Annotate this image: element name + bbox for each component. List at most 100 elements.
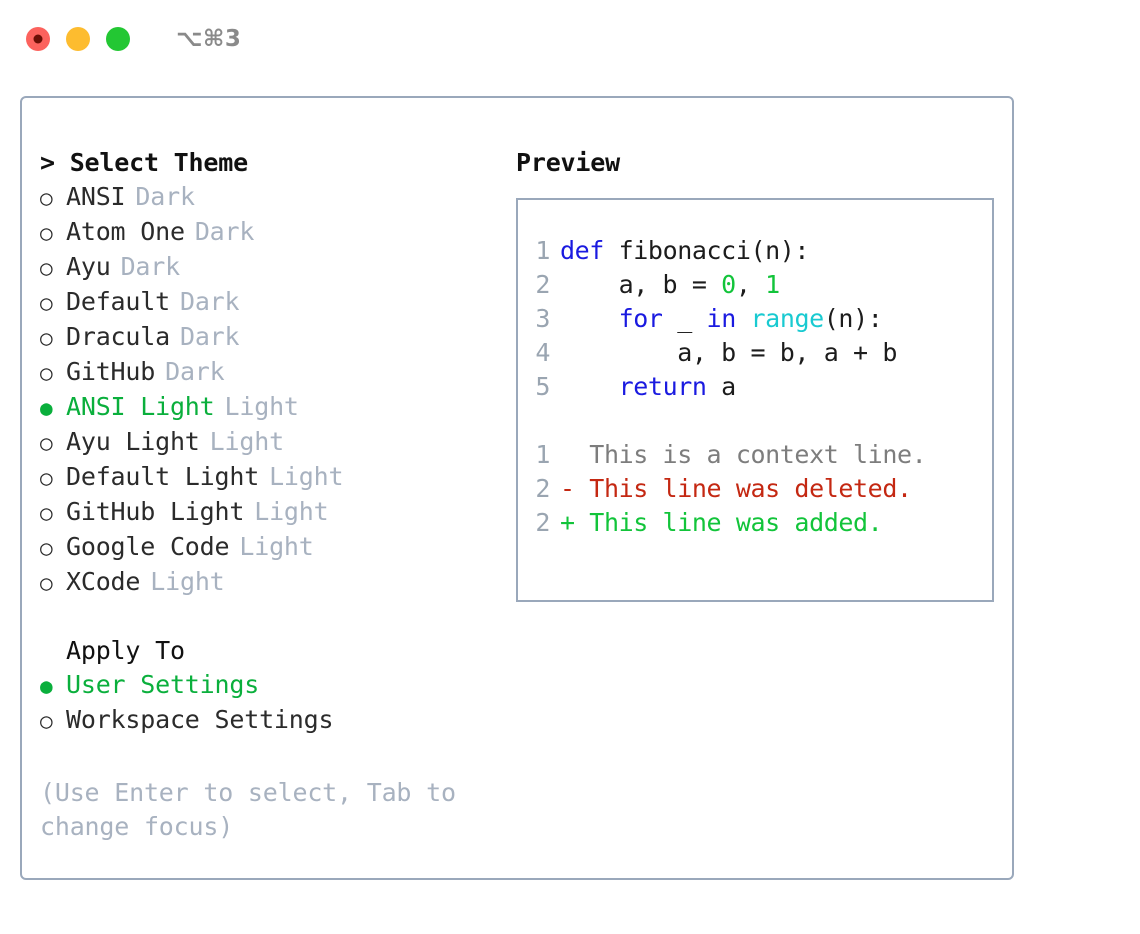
diff-line-del: 2 - This line was deleted. <box>518 472 992 506</box>
theme-option-3[interactable]: ○ Default Dark <box>40 285 490 320</box>
theme-option-6[interactable]: ● ANSI Light Light <box>40 390 490 425</box>
preview-header: Preview <box>516 148 620 177</box>
spacer <box>40 600 490 634</box>
titlebar: ⌥⌘3 <box>0 0 1140 78</box>
theme-option-label: Ayu Light <box>66 427 200 456</box>
theme-option-label: ANSI Light <box>66 392 215 421</box>
theme-option-variant-tag: Dark <box>120 252 181 281</box>
code-line-number: 2 <box>535 270 550 299</box>
theme-option-variant-tag: Light <box>150 567 225 596</box>
code-token-plain <box>560 370 619 404</box>
theme-option-variant-tag: Dark <box>194 217 255 246</box>
select-theme-header: > Select Theme <box>40 148 248 177</box>
code-token-num: 1 <box>765 270 780 299</box>
code-token-plain: a <box>706 372 736 401</box>
apply-option-label: Workspace Settings <box>66 705 334 734</box>
diff-line-number: 2 <box>535 474 550 503</box>
code-token-num: 0 <box>721 270 736 299</box>
diff-line-text: This is a context line. <box>560 440 927 469</box>
diff-line-ctx: 1 This is a context line. <box>518 438 992 472</box>
radio-unselected-icon: ○ <box>40 709 53 733</box>
theme-option-label: GitHub Light <box>66 497 245 526</box>
theme-option-8[interactable]: ○ Default Light Light <box>40 460 490 495</box>
diff-line-add: 2+ This line was added. <box>518 506 992 540</box>
theme-option-variant-tag: Light <box>269 462 344 491</box>
code-token-kw: for <box>618 304 663 333</box>
radio-unselected-icon: ○ <box>40 326 53 350</box>
code-token-plain: , <box>735 270 766 299</box>
radio-unselected-icon: ○ <box>40 291 53 315</box>
theme-option-7[interactable]: ○ Ayu Light Light <box>40 425 490 460</box>
theme-option-1[interactable]: ○ Atom One Dark <box>40 215 490 250</box>
theme-option-label: Default <box>66 287 170 316</box>
theme-option-11[interactable]: ○ XCode Light <box>40 565 490 600</box>
diff-sample: 1 This is a context line.2- This line wa… <box>518 438 992 540</box>
minimize-button-icon[interactable] <box>66 27 90 51</box>
code-line-4: 4 a, b = b, a + b <box>518 336 992 370</box>
code-line-2: 2 a, b = 0, 1 <box>518 268 992 302</box>
theme-option-label: Default Light <box>66 462 260 491</box>
apply-to-header: Apply To <box>66 636 185 665</box>
code-token-fn: range <box>750 304 825 333</box>
radio-unselected-icon: ○ <box>40 536 53 560</box>
keyboard-shortcut-label: ⌥⌘3 <box>176 26 242 52</box>
theme-option-variant-tag: Dark <box>135 182 195 211</box>
theme-option-variant-tag: Light <box>239 532 314 561</box>
code-token-plain: a, b = <box>560 270 722 299</box>
theme-option-variant-tag: Light <box>224 392 299 421</box>
diff-line-text: - This line was deleted. <box>560 474 912 503</box>
code-token-plain: a, b = b, a + b <box>560 338 897 367</box>
code-line-number: 5 <box>535 372 550 401</box>
theme-option-10[interactable]: ○ Google Code Light <box>40 530 490 565</box>
theme-option-label: GitHub <box>66 357 156 386</box>
maximize-button-icon[interactable] <box>106 27 130 51</box>
code-token-kw: def <box>560 236 604 265</box>
close-button-icon[interactable] <box>26 27 50 51</box>
apply-option-1[interactable]: ○ Workspace Settings <box>40 703 490 738</box>
keyboard-hint-text: (Use Enter to select, Tab to change focu… <box>40 778 471 841</box>
radio-selected-icon: ● <box>40 396 53 420</box>
theme-option-label: ANSI <box>66 182 126 211</box>
code-token-plain <box>560 302 619 336</box>
theme-option-label: Google Code <box>66 532 230 561</box>
radio-unselected-icon: ○ <box>40 571 53 595</box>
code-token-plain: _ <box>662 304 707 333</box>
radio-unselected-icon: ○ <box>40 221 53 245</box>
code-token-plain: (n): <box>823 304 883 333</box>
theme-option-variant-tag: Light <box>254 497 329 526</box>
theme-option-label: Ayu <box>66 252 111 281</box>
radio-unselected-icon: ○ <box>40 431 53 455</box>
diff-line-number: 1 <box>535 440 550 469</box>
radio-unselected-icon: ○ <box>40 466 53 490</box>
diff-line-text: + This line was added. <box>560 508 883 537</box>
apply-option-0[interactable]: ●User Settings <box>40 668 490 703</box>
radio-unselected-icon: ○ <box>40 361 53 385</box>
theme-option-label: Atom One <box>66 217 185 246</box>
radio-selected-icon: ● <box>40 674 53 698</box>
theme-option-label: Dracula <box>66 322 170 351</box>
code-diff-spacer <box>518 404 992 438</box>
theme-option-label: XCode <box>66 567 141 596</box>
code-token-plain: fibonacci(n): <box>603 236 810 265</box>
code-token-plain <box>736 302 751 336</box>
theme-option-variant-tag: Light <box>209 427 284 456</box>
code-token-kw: return <box>618 372 707 401</box>
theme-option-variant-tag: Dark <box>179 322 240 351</box>
code-line-number: 4 <box>535 338 550 367</box>
traffic-lights <box>26 27 130 51</box>
theme-option-4[interactable]: ○ Dracula Dark <box>40 320 490 355</box>
theme-option-variant-tag: Dark <box>179 287 240 316</box>
code-token-kw: in <box>706 304 737 333</box>
